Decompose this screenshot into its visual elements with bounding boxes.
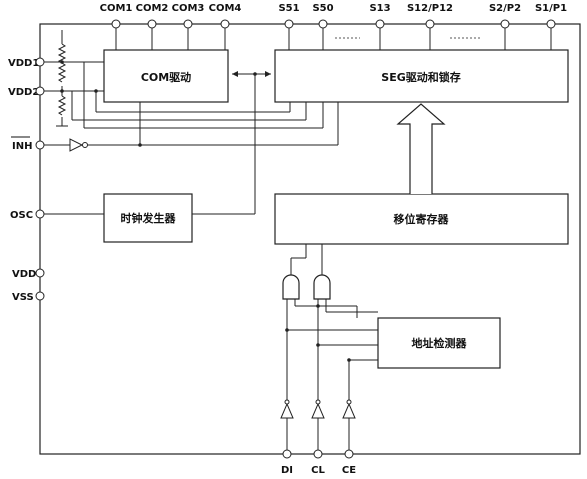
svg-text:S2/P2: S2/P2 (489, 3, 521, 14)
bottom-pin-cl: CL (311, 306, 325, 476)
svg-text:COM3: COM3 (172, 3, 205, 14)
top-pin-s2: S2/P2 (489, 3, 521, 50)
left-pin-inh: INH (11, 136, 45, 152)
address-detector-block: 地址检测器 (377, 317, 501, 369)
svg-text:VDD: VDD (12, 269, 36, 280)
top-pin-com1: COM1 (100, 3, 133, 50)
svg-text:SEG驱动和锁存: SEG驱动和锁存 (381, 70, 460, 84)
svg-text:INH: INH (12, 141, 32, 152)
resistor-divider (44, 30, 84, 127)
svg-text:S12/P12: S12/P12 (407, 3, 453, 14)
com-driver-block: COM驱动 (103, 49, 229, 103)
svg-text:COM4: COM4 (209, 3, 242, 14)
gate-wiring (285, 244, 378, 362)
and-gate-1 (282, 274, 300, 300)
top-pin-s13: S13 (369, 3, 391, 50)
left-pin-osc: OSC (10, 209, 45, 221)
svg-text:S13: S13 (369, 3, 390, 14)
bottom-pin-di: DI (280, 312, 294, 476)
svg-text:时钟发生器: 时钟发生器 (121, 211, 177, 225)
svg-text:移位寄存器: 移位寄存器 (394, 212, 450, 226)
shift-register-block: 移位寄存器 (274, 193, 569, 245)
svg-text:地址检测器: 地址检测器 (412, 336, 468, 350)
svg-text:S51: S51 (278, 3, 299, 14)
seg-driver-block: SEG驱动和锁存 (274, 49, 569, 103)
top-pin-s51: S51 (278, 3, 300, 50)
top-pin-s50: S50 (312, 3, 334, 50)
svg-text:VSS: VSS (12, 292, 34, 303)
svg-text:S1/P1: S1/P1 (535, 3, 567, 14)
svg-text:CL: CL (311, 465, 325, 476)
svg-text:DI: DI (281, 465, 293, 476)
com-seg-link-arrow (232, 71, 271, 77)
data-transfer-arrow (396, 103, 446, 194)
left-pin-vdd1: VDD1 (8, 57, 45, 69)
svg-text:VDD2: VDD2 (8, 87, 39, 98)
svg-text:CE: CE (342, 465, 356, 476)
and-gate-2 (313, 274, 331, 300)
left-pin-vss: VSS (12, 291, 45, 303)
top-pin-s12: S12/P12 (407, 3, 453, 50)
clock-generator-block: 时钟发生器 (103, 193, 193, 243)
bottom-pin-ce: CE (342, 360, 356, 476)
inh-signal-path (44, 102, 339, 152)
chip-outline (39, 23, 581, 455)
svg-text:S50: S50 (312, 3, 333, 14)
top-pin-com4: COM4 (209, 3, 242, 50)
svg-text:COM驱动: COM驱动 (141, 70, 191, 84)
bias-feed-lines (71, 61, 324, 129)
clock-signal-path (44, 72, 257, 215)
left-pin-vdd: VDD (12, 268, 45, 280)
left-pin-vdd2: VDD2 (8, 86, 45, 98)
top-pin-com2: COM2 (136, 3, 169, 50)
svg-text:COM2: COM2 (136, 3, 169, 14)
svg-text:OSC: OSC (10, 210, 33, 221)
top-pin-com3: COM3 (172, 3, 205, 50)
top-pin-s1: S1/P1 (535, 3, 567, 50)
svg-text:VDD1: VDD1 (8, 58, 39, 69)
svg-text:COM1: COM1 (100, 3, 133, 14)
